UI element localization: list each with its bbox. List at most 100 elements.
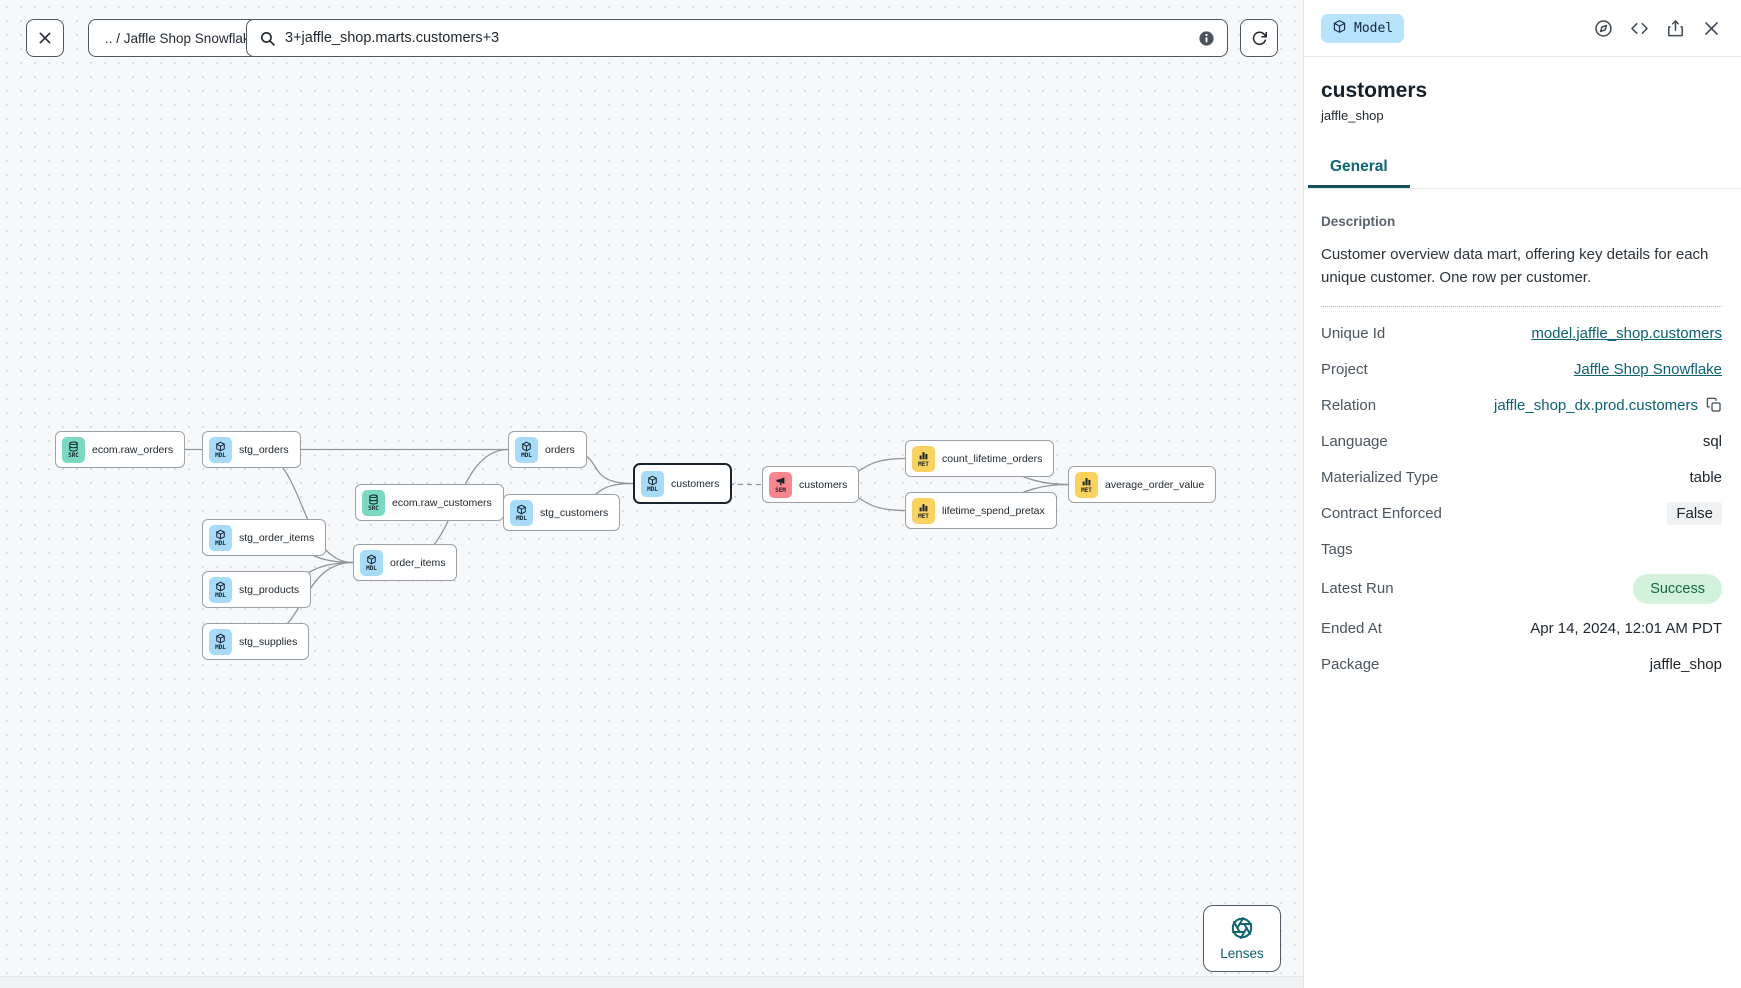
panel-tabs: General [1304, 148, 1741, 189]
materialized-type-value: table [1689, 468, 1722, 486]
field-label: Tags [1321, 540, 1353, 558]
field-row-materialized-type: Materialized Type table [1321, 459, 1722, 495]
breadcrumb[interactable]: .. / Jaffle Shop Snowflake [88, 19, 275, 57]
field-row-relation: Relation jaffle_shop_dx.prod.customers [1321, 387, 1722, 423]
field-row-unique-id: Unique Id model.jaffle_shop.customers [1321, 315, 1722, 351]
close-icon [37, 30, 53, 46]
database-icon: SRC [62, 436, 85, 463]
status-badge: Success [1633, 573, 1722, 604]
dag-node-label: customers [671, 477, 720, 490]
close-lineage-button[interactable] [26, 19, 64, 57]
field-row-project: Project Jaffle Shop Snowflake [1321, 351, 1722, 387]
bar-chart-icon: MET [912, 445, 935, 472]
dag-node-ecom_raw_customers[interactable]: SRC ecom.raw_customers [355, 484, 504, 521]
dag-node-stg_order_items[interactable]: MDL stg_order_items [202, 519, 327, 556]
dag-node-label: stg_products [239, 583, 300, 596]
breadcrumb-label: .. / Jaffle Shop Snowflake [105, 30, 258, 46]
close-icon[interactable] [1702, 19, 1721, 38]
resource-type-label: Model [1354, 20, 1394, 36]
cube-icon: MDL [209, 524, 232, 551]
unique-id-link[interactable]: model.jaffle_shop.customers [1531, 324, 1722, 342]
lenses-button[interactable]: Lenses [1203, 905, 1281, 972]
dag-node-label: stg_customers [540, 506, 609, 519]
field-row-ended-at: Ended At Apr 14, 2024, 12:01 AM PDT [1321, 610, 1722, 646]
dag-node-label: orders [545, 443, 575, 456]
field-label: Relation [1321, 396, 1377, 414]
contract-enforced-badge: False [1667, 501, 1722, 525]
field-row-tags: Tags [1321, 531, 1722, 567]
relation-value: jaffle_shop_dx.prod.customers [1493, 396, 1698, 414]
dag-node-stg_supplies[interactable]: MDL stg_supplies [202, 623, 310, 660]
bar-chart-icon: MET [1075, 471, 1098, 498]
ended-at-value: Apr 14, 2024, 12:01 AM PDT [1530, 619, 1722, 637]
panel-header-actions [1594, 19, 1721, 38]
info-icon[interactable] [1198, 30, 1215, 47]
details-panel: Model customers jaffle_shop General Desc… [1303, 0, 1741, 988]
aperture-icon [1230, 916, 1254, 943]
field-label: Language [1321, 432, 1388, 450]
dag-node-label: order_items [390, 556, 446, 569]
database-icon: SRC [362, 489, 385, 516]
tab-general[interactable]: General [1308, 148, 1410, 188]
field-label: Package [1321, 655, 1380, 673]
dag-node-customers[interactable]: MDL customers [633, 463, 733, 504]
field-label: Materialized Type [1321, 468, 1439, 486]
field-label: Project [1321, 360, 1368, 378]
dag-node-label: count_lifetime_orders [942, 452, 1043, 465]
dag-node-lifetime_spend_pretax[interactable]: MET lifetime_spend_pretax [905, 492, 1057, 529]
dag-node-orders[interactable]: MDL orders [508, 431, 587, 468]
dag-node-label: stg_supplies [239, 635, 298, 648]
dag-node-stg_orders[interactable]: MDL stg_orders [202, 431, 301, 468]
dag-node-label: lifetime_spend_pretax [942, 504, 1045, 517]
refresh-icon [1251, 30, 1268, 47]
language-value: sql [1702, 432, 1722, 450]
cube-icon: MDL [641, 470, 664, 497]
refresh-lineage-button[interactable] [1240, 19, 1278, 57]
field-row-latest-run: Latest Run Success [1321, 567, 1722, 610]
resource-type-badge: Model [1321, 13, 1405, 43]
dag-node-label: average_order_value [1105, 478, 1205, 491]
project-link[interactable]: Jaffle Shop Snowflake [1573, 360, 1722, 378]
panel-body: Description Customer overview data mart,… [1304, 189, 1741, 682]
description-label: Description [1321, 214, 1396, 229]
share-icon[interactable] [1666, 19, 1685, 38]
dag-node-label: customers [799, 478, 848, 491]
code-icon[interactable] [1630, 19, 1649, 38]
dag-node-ecom_raw_orders[interactable]: SRC ecom.raw_orders [55, 431, 186, 468]
field-label: Contract Enforced [1321, 504, 1442, 522]
dag-node-label: stg_order_items [239, 531, 315, 544]
cube-icon [1332, 19, 1347, 38]
explore-lineage-icon[interactable] [1594, 19, 1613, 38]
search-icon [259, 30, 276, 47]
field-label: Ended At [1321, 619, 1382, 637]
dag-node-label: stg_orders [239, 443, 289, 456]
dag-node-order_items[interactable]: MDL order_items [353, 544, 458, 581]
lenses-label: Lenses [1220, 946, 1264, 961]
bar-chart-icon: MET [912, 497, 935, 524]
divider [1321, 306, 1722, 307]
copy-icon[interactable] [1706, 397, 1722, 413]
field-label: Unique Id [1321, 324, 1386, 342]
cube-icon: MDL [360, 549, 383, 576]
dag-node-label: ecom.raw_customers [392, 496, 492, 509]
search-input[interactable] [285, 30, 1189, 46]
lineage-search[interactable] [246, 19, 1228, 57]
dag-node-average_order_value[interactable]: MET average_order_value [1068, 466, 1217, 503]
package-subtitle: jaffle_shop [1321, 108, 1384, 123]
cube-icon: MDL [209, 436, 232, 463]
field-label: Latest Run [1321, 580, 1394, 597]
dag-node-count_lifetime_orders[interactable]: MET count_lifetime_orders [905, 440, 1055, 477]
dag-node-label: ecom.raw_orders [92, 443, 174, 456]
field-row-contract-enforced: Contract Enforced False [1321, 495, 1722, 531]
field-row-language: Language sql [1321, 423, 1722, 459]
canvas-scroll-track [0, 976, 1303, 988]
panel-header: Model [1304, 0, 1741, 57]
cube-icon: MDL [515, 436, 538, 463]
cube-icon: MDL [209, 628, 232, 655]
